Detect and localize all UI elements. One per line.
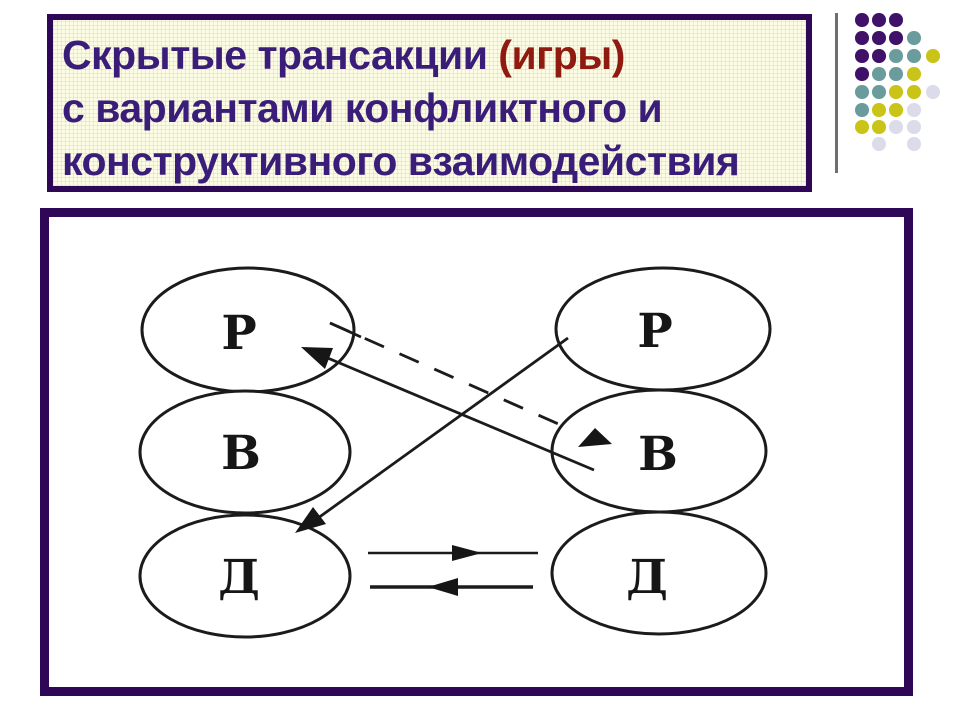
label-left-adult: В	[221, 426, 261, 481]
deco-dot	[907, 49, 921, 63]
node-left-adult	[138, 389, 352, 515]
deco-dot	[907, 137, 921, 151]
vertical-divider-line	[835, 13, 838, 173]
diagram-panel: Р В Д Р В Д	[40, 208, 913, 696]
deco-dot	[855, 31, 869, 45]
deco-dot	[872, 31, 886, 45]
arrowhead-at-left-child	[295, 507, 326, 533]
deco-dot	[907, 67, 921, 81]
deco-dot	[889, 103, 903, 117]
node-right-child	[550, 510, 768, 636]
transaction-diagram: Р В Д Р В Д	[138, 266, 772, 639]
deco-dot	[889, 31, 903, 45]
deco-dot	[872, 103, 886, 117]
deco-dot	[889, 85, 903, 99]
deco-dot	[889, 49, 903, 63]
title-line-3: конструктивного взаимодействия	[62, 138, 740, 184]
arrowhead-right-on-upper-line	[452, 545, 482, 561]
deco-dot	[855, 85, 869, 99]
edge-lparent-to-radult-dashed	[329, 321, 564, 428]
deco-dot	[907, 120, 921, 134]
deco-dot	[907, 31, 921, 45]
label-left-child: Д	[218, 550, 260, 605]
deco-dot	[872, 13, 886, 27]
deco-dot	[872, 49, 886, 63]
label-right-parent: Р	[637, 304, 672, 359]
deco-dot	[872, 120, 886, 134]
deco-dot	[872, 85, 886, 99]
deco-dot	[855, 103, 869, 117]
dot-grid	[850, 10, 950, 160]
title-line-1-accent: (игры)	[498, 32, 625, 78]
deco-dot	[872, 137, 886, 151]
arrowhead-at-left-parent	[301, 347, 333, 369]
deco-dot	[889, 13, 903, 27]
deco-dot	[855, 120, 869, 134]
slide-title-box: Скрытые трансакции (игры) с вариантами к…	[47, 14, 812, 192]
title-line-1: Скрытые трансакции (игры)	[62, 29, 806, 82]
deco-dot	[872, 67, 886, 81]
deco-dot	[889, 120, 903, 134]
deco-dot	[907, 85, 921, 99]
deco-dot	[889, 67, 903, 81]
deco-dot	[855, 67, 869, 81]
edge-rparent-to-lchild	[306, 336, 569, 528]
label-left-parent: Р	[221, 306, 256, 361]
deco-dot	[926, 49, 940, 63]
deco-dot	[907, 103, 921, 117]
label-right-child: Д	[626, 550, 668, 605]
edge-radult-to-lparent	[310, 349, 595, 472]
edge-lparent-to-radult-start	[329, 321, 362, 339]
deco-dot	[855, 13, 869, 27]
title-line-2: с вариантами конфликтного и	[62, 85, 663, 131]
arrowhead-left-on-lower-line	[428, 578, 458, 596]
deco-dot	[926, 85, 940, 99]
node-left-child	[138, 513, 352, 639]
label-right-adult: В	[638, 427, 678, 482]
title-line-1-main: Скрытые трансакции	[62, 32, 499, 78]
arrowhead-at-right-adult	[578, 428, 612, 447]
deco-dot	[855, 49, 869, 63]
